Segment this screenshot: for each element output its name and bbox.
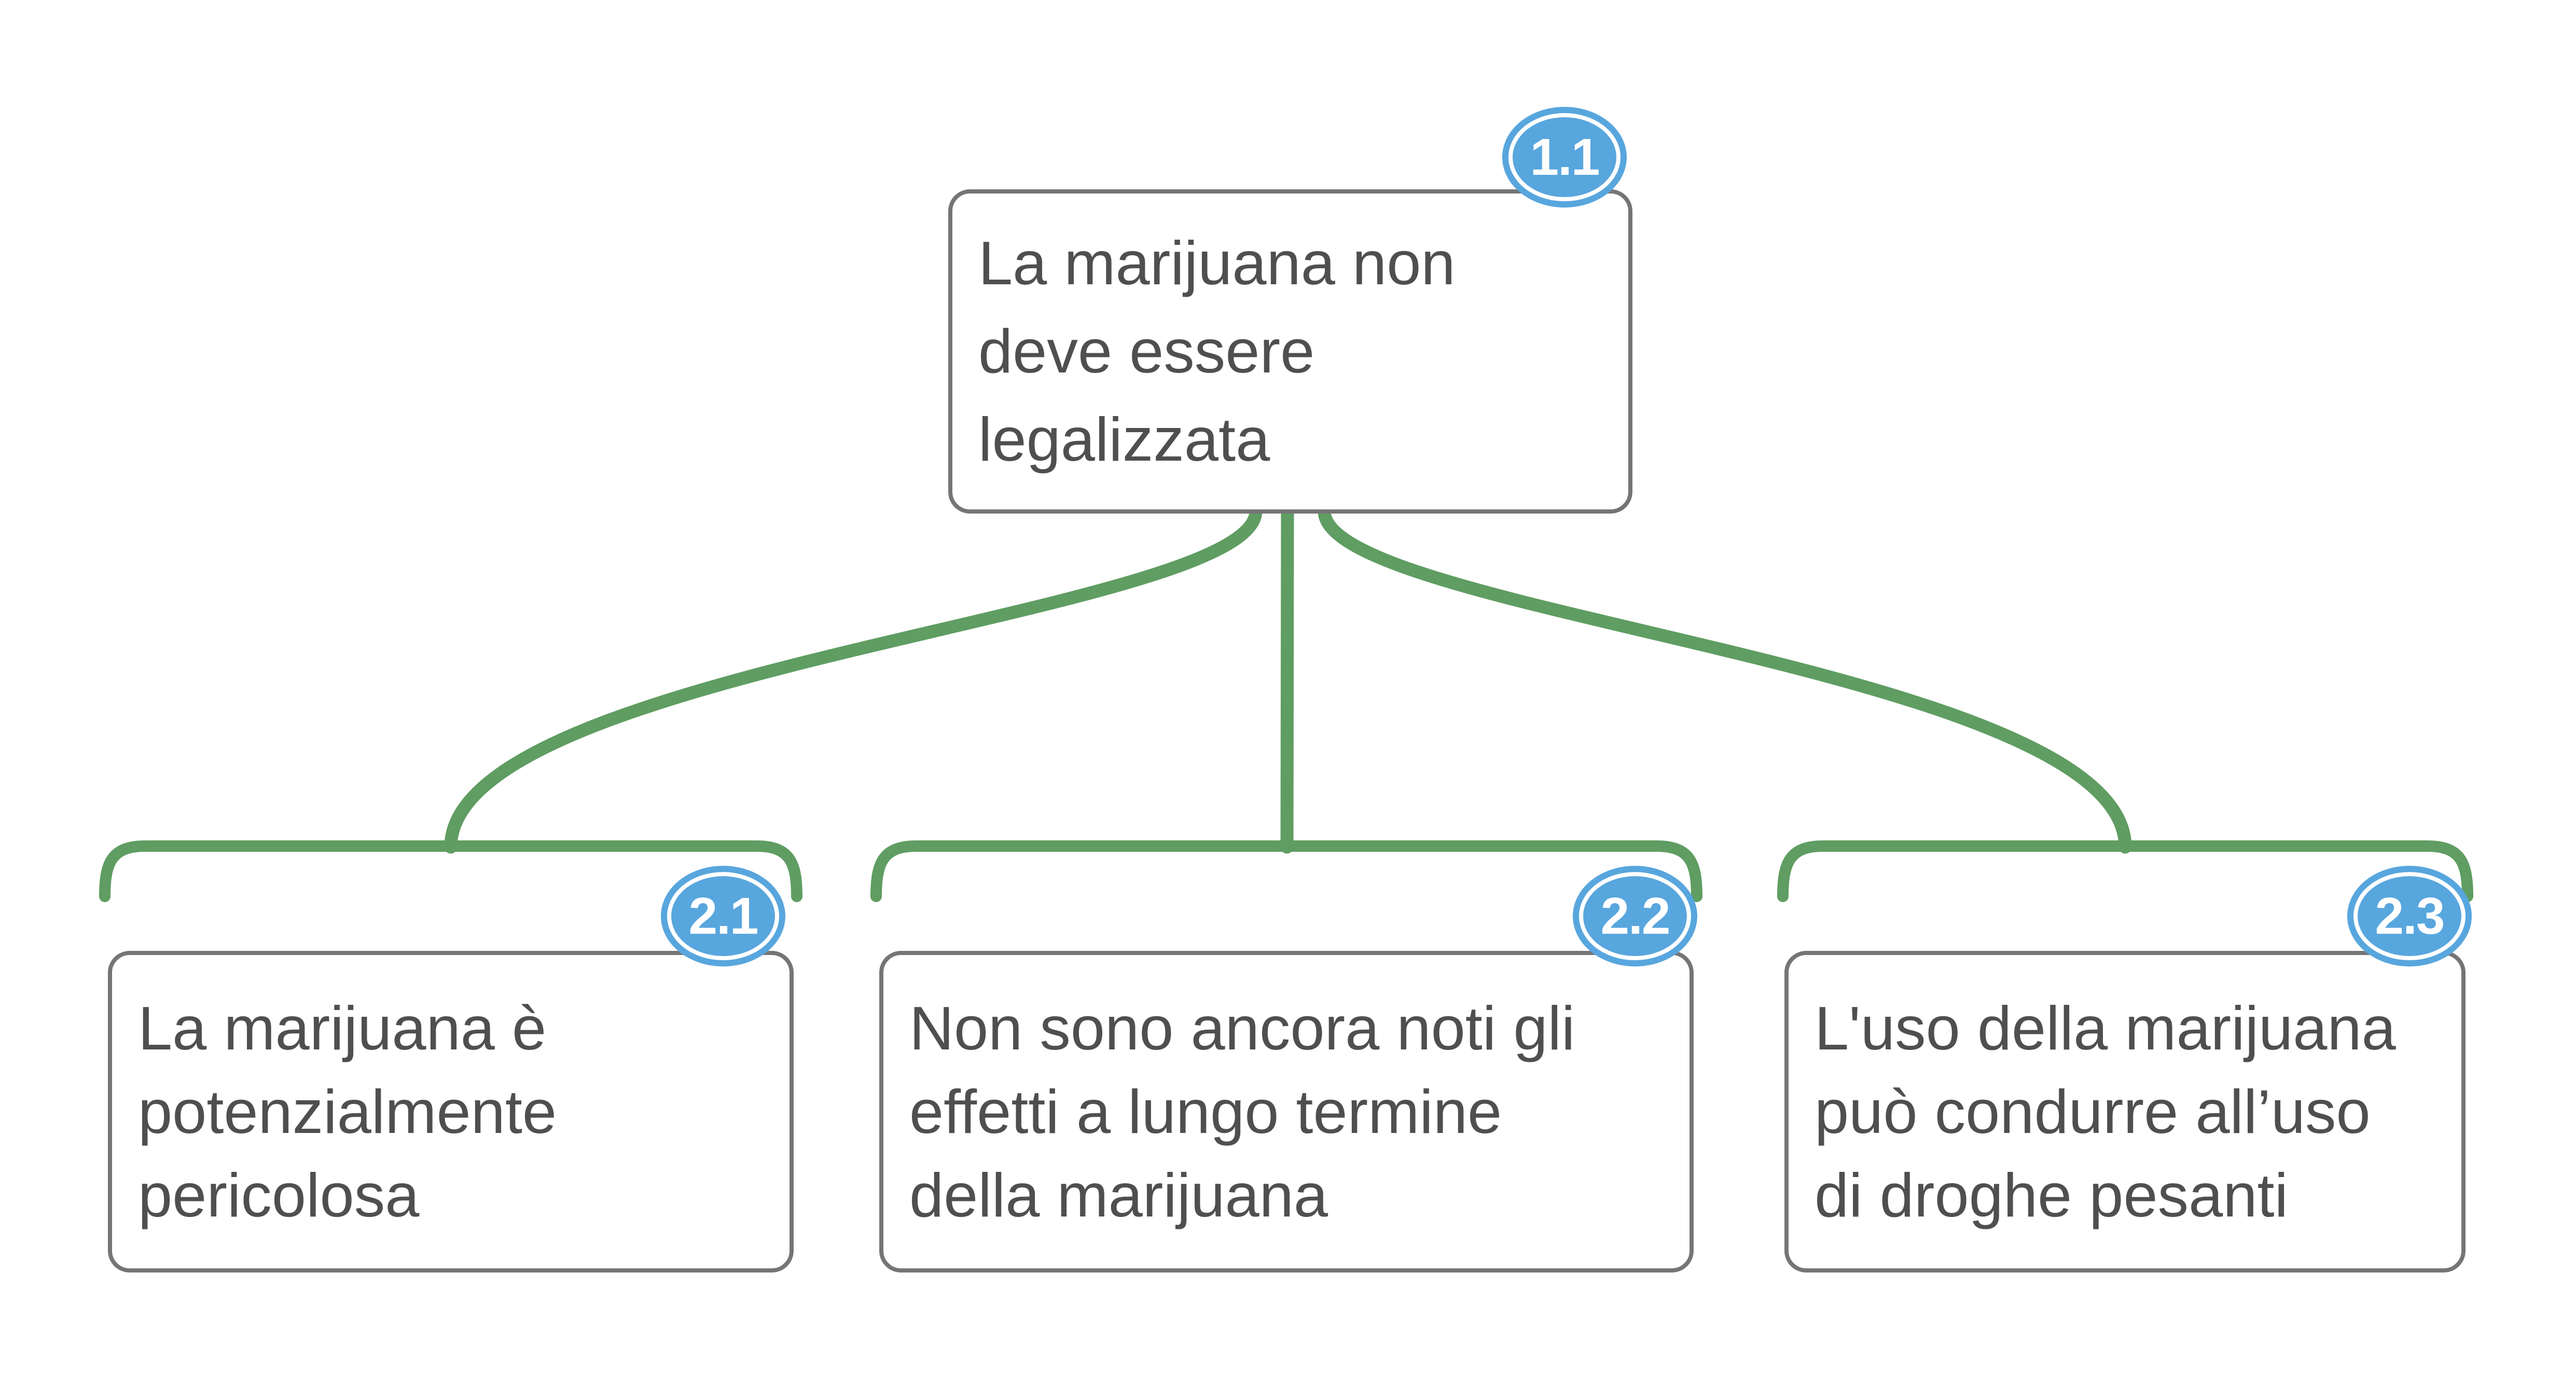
node-child-3-line-3: di droghe pesanti	[1815, 1160, 2289, 1230]
badge-root-label: 1.1	[1530, 128, 1600, 186]
bracket-child-1	[99, 840, 802, 902]
node-box-root[interactable]: La marijuana non deve essere legalizzata	[948, 189, 1632, 514]
node-child-2-line-2: effetti a lungo termine	[909, 1077, 1502, 1146]
badge-root: 1.1	[1502, 107, 1627, 208]
node-child-1-line-2: potenzialmente	[138, 1077, 557, 1146]
node-child-1-line-3: pericolosa	[138, 1160, 420, 1230]
node-box-child-3[interactable]: L'uso della marijuana può condurre all’u…	[1784, 951, 2466, 1273]
node-root-line-3: legalizzata	[978, 405, 1270, 474]
node-child-2-line-3: della marijuana	[909, 1160, 1328, 1230]
badge-child-2-label: 2.2	[1600, 887, 1670, 945]
badge-child-3: 2.3	[2347, 866, 2472, 966]
node-box-child-1[interactable]: La marijuana è potenzialmente pericolosa	[108, 951, 794, 1273]
badge-child-2: 2.2	[1573, 866, 1697, 966]
badge-child-3-label: 2.3	[2375, 887, 2445, 945]
bracket-child-3	[1777, 840, 2473, 902]
badge-child-1: 2.1	[661, 866, 785, 966]
node-child-3-line-2: può condurre all’uso	[1815, 1077, 2371, 1146]
badge-child-1-ring: 2.1	[667, 872, 779, 960]
node-root-line-2: deve essere	[978, 316, 1315, 386]
node-child-3-line-1: L'uso della marijuana	[1815, 993, 2396, 1063]
node-child-1-line-1: La marijuana è	[138, 993, 547, 1063]
badge-child-2-ring: 2.2	[1579, 872, 1691, 960]
badge-root-ring: 1.1	[1508, 113, 1621, 201]
connector-root-to-child-1	[444, 504, 1263, 854]
bracket-child-2	[870, 840, 1702, 902]
badge-child-3-ring: 2.3	[2353, 872, 2466, 960]
badge-child-1-label: 2.1	[688, 887, 758, 945]
node-child-2-line-1: Non sono ancora noti gli	[909, 993, 1575, 1063]
node-root-line-1: La marijuana non	[978, 228, 1456, 298]
connector-root-to-child-3	[1318, 504, 2132, 854]
node-box-child-2[interactable]: Non sono ancora noti gli effetti a lungo…	[879, 951, 1694, 1273]
